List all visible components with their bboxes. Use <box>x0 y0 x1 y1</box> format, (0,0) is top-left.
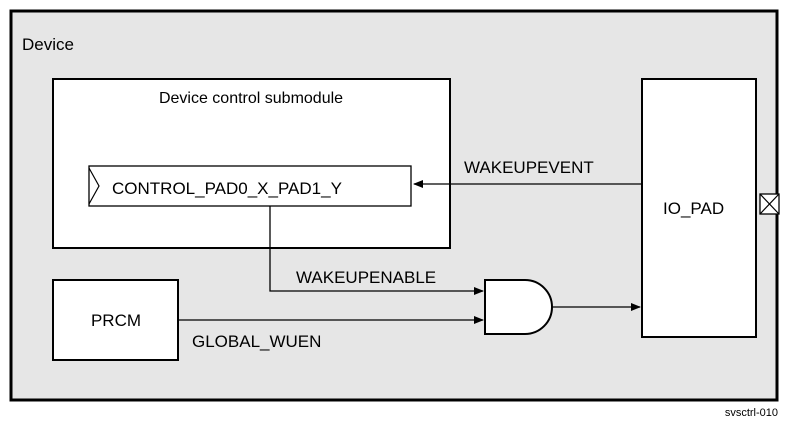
wakeupenable-label: WAKEUPENABLE <box>296 268 436 287</box>
control-submodule-box <box>52 78 451 249</box>
register-clock-indicator <box>88 167 100 205</box>
wakeupenable-line <box>269 206 484 295</box>
prcm-box <box>52 279 179 361</box>
register-label: CONTROL_PAD0_X_PAD1_Y <box>112 179 342 198</box>
prcm-label: PRCM <box>91 311 141 330</box>
control-submodule-label: Device control submodule <box>159 90 343 107</box>
and-gate <box>484 279 553 335</box>
io-pad-box <box>641 78 757 338</box>
register-box <box>88 165 412 207</box>
pad-terminal-icon <box>759 193 780 215</box>
global-wuen-label: GLOBAL_WUEN <box>192 332 321 351</box>
wakeupevent-label: WAKEUPEVENT <box>464 158 594 177</box>
figure-id: svsctrl-010 <box>725 407 778 419</box>
io-pad-label: IO_PAD <box>663 199 724 218</box>
device-label: Device <box>22 35 74 54</box>
